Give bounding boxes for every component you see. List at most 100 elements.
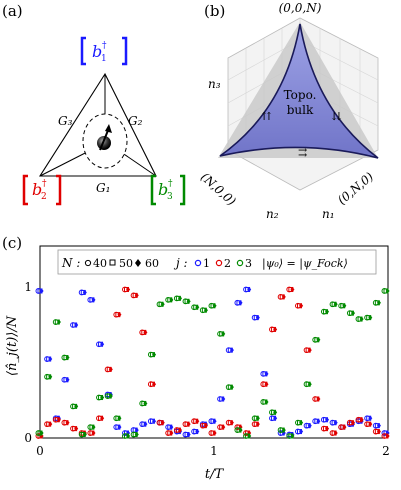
mode-3-sup: † — [168, 179, 173, 189]
data-point-j2-diamond — [91, 430, 96, 436]
data-point-j2-diamond — [126, 286, 131, 293]
data-point-j3-diamond — [247, 433, 252, 439]
plot-frame — [39, 245, 389, 439]
data-point-j1-diamond — [212, 418, 217, 424]
panel-c: (c) N : 40 50 60 j : 1 2 3 |ψ₀⟩ = |ψ_Foc… — [2, 234, 390, 482]
x-tick-0: 0 — [36, 444, 44, 458]
y-tick-1: 1 — [24, 280, 32, 294]
data-point-j2-diamond — [316, 396, 321, 402]
data-point-j3-diamond — [325, 309, 330, 315]
data-point-j1-diamond — [325, 417, 330, 423]
data-point-j3-diamond — [221, 331, 226, 337]
data-point-j1-diamond — [299, 428, 304, 435]
data-point-j3-diamond — [316, 337, 321, 343]
data-point-j1-diamond — [247, 286, 252, 293]
data-point-j1-diamond — [39, 288, 44, 294]
x-tick-1: 1 — [210, 444, 218, 458]
data-point-j1-diamond — [195, 428, 200, 435]
data-point-j3-diamond — [117, 415, 122, 421]
panel-c-label: (c) — [2, 234, 22, 252]
panel-b-label: (b) — [204, 2, 225, 20]
data-point-j1-diamond — [238, 300, 243, 306]
bulk-label-1: Topo. — [284, 88, 317, 102]
legend-j-label: j : — [173, 256, 188, 270]
y-axis-label: ⟨n̂_j(t)⟩/N — [5, 315, 20, 376]
axis-n1: n₁ — [322, 207, 335, 221]
data-point-j3-diamond — [56, 319, 61, 325]
data-point-j2-diamond — [212, 430, 217, 436]
data-point-j3-diamond — [203, 307, 208, 313]
data-point-j2-diamond — [307, 347, 312, 353]
data-point-j2-diamond — [368, 421, 373, 427]
data-point-j3-diamond — [290, 433, 295, 439]
axis-n2: n₂ — [266, 207, 279, 221]
data-point-j2-diamond — [385, 433, 390, 439]
data-point-j2-diamond — [359, 417, 364, 423]
topo-bulk-region — [219, 23, 379, 159]
data-point-j3-diamond — [134, 431, 139, 438]
mode-box-2: b 2 † — [22, 174, 62, 206]
data-point-j3-diamond — [351, 310, 355, 316]
data-point-j2-diamond — [178, 427, 182, 433]
data-point-j1-diamond — [273, 415, 278, 421]
legend-n-label: N : — [61, 256, 80, 270]
data-point-j1-diamond — [65, 377, 70, 383]
legend-n-50: 50 — [119, 257, 133, 270]
panel-a-label: (a) — [2, 2, 23, 20]
data-point-j1-diamond — [221, 396, 226, 402]
data-point-j3-diamond — [299, 420, 304, 426]
data-point-j1-diamond — [229, 347, 234, 353]
data-point-j1-diamond — [368, 415, 373, 421]
data-point-j2-diamond — [143, 329, 148, 335]
legend-circle-marker — [84, 259, 92, 267]
flow-arrow-bottom-icon: ⇉ — [298, 146, 307, 159]
legend-j2-marker — [215, 259, 223, 267]
data-point-j3-diamond — [100, 394, 105, 401]
data-point-j3-diamond — [108, 393, 113, 399]
data-point-j3-diamond — [65, 354, 70, 361]
data-point-j1-diamond — [143, 421, 148, 427]
data-point-j2-diamond — [229, 420, 234, 426]
legend-square-marker — [109, 259, 116, 266]
data-point-j3-diamond — [160, 301, 165, 307]
data-point-j3-diamond — [39, 430, 44, 436]
data-point-j2-diamond — [203, 423, 208, 429]
axis-n3: n₃ — [208, 77, 221, 91]
data-point-j3-diamond — [143, 400, 148, 407]
data-point-j2-diamond — [281, 294, 286, 300]
data-point-j3-diamond — [342, 303, 347, 309]
data-point-j1-diamond — [264, 371, 269, 377]
data-point-j1-diamond — [100, 341, 105, 347]
data-point-j2-diamond — [376, 428, 381, 435]
coupling-g3: G₃ — [58, 114, 73, 128]
flow-arrow-left-icon: ⇈ — [262, 110, 272, 123]
mode-1-sub: 1 — [101, 54, 107, 64]
data-point-j3-diamond — [195, 304, 200, 310]
data-point-j3-diamond — [229, 384, 234, 390]
data-point-j2-diamond — [65, 420, 70, 426]
data-point-j3-diamond — [238, 427, 243, 433]
data-point-j1-diamond — [385, 430, 390, 436]
vertex-left: (N,0,0) — [198, 170, 239, 209]
plot-layer — [35, 286, 390, 439]
data-point-j2-diamond — [333, 430, 338, 436]
data-point-j2-diamond — [351, 420, 355, 426]
data-point-j3-diamond — [82, 431, 87, 438]
data-point-j2-diamond — [152, 381, 157, 387]
mode-2-sup: † — [42, 179, 47, 189]
mode-box-3: b 3 † — [150, 174, 186, 206]
mode-1-sup: † — [102, 41, 107, 51]
data-point-j1-diamond — [48, 356, 53, 362]
data-point-j1-diamond — [74, 322, 79, 328]
mode-1-label: b — [92, 42, 102, 61]
data-point-j1-diamond — [316, 418, 321, 424]
legend-n-40: 40 — [93, 257, 107, 270]
legend: N : 40 50 60 j : 1 2 3 |ψ₀⟩ = |ψ_Fock⟩ — [57, 249, 377, 275]
vertex-top: (0,0,N) — [279, 1, 322, 15]
data-point-j2-diamond — [186, 421, 191, 427]
data-point-j2-diamond — [100, 415, 105, 421]
data-point-j2-diamond — [48, 421, 53, 427]
data-point-j3-diamond — [126, 433, 131, 439]
mode-2-label: b — [32, 180, 42, 199]
data-point-j1-diamond — [333, 420, 338, 426]
